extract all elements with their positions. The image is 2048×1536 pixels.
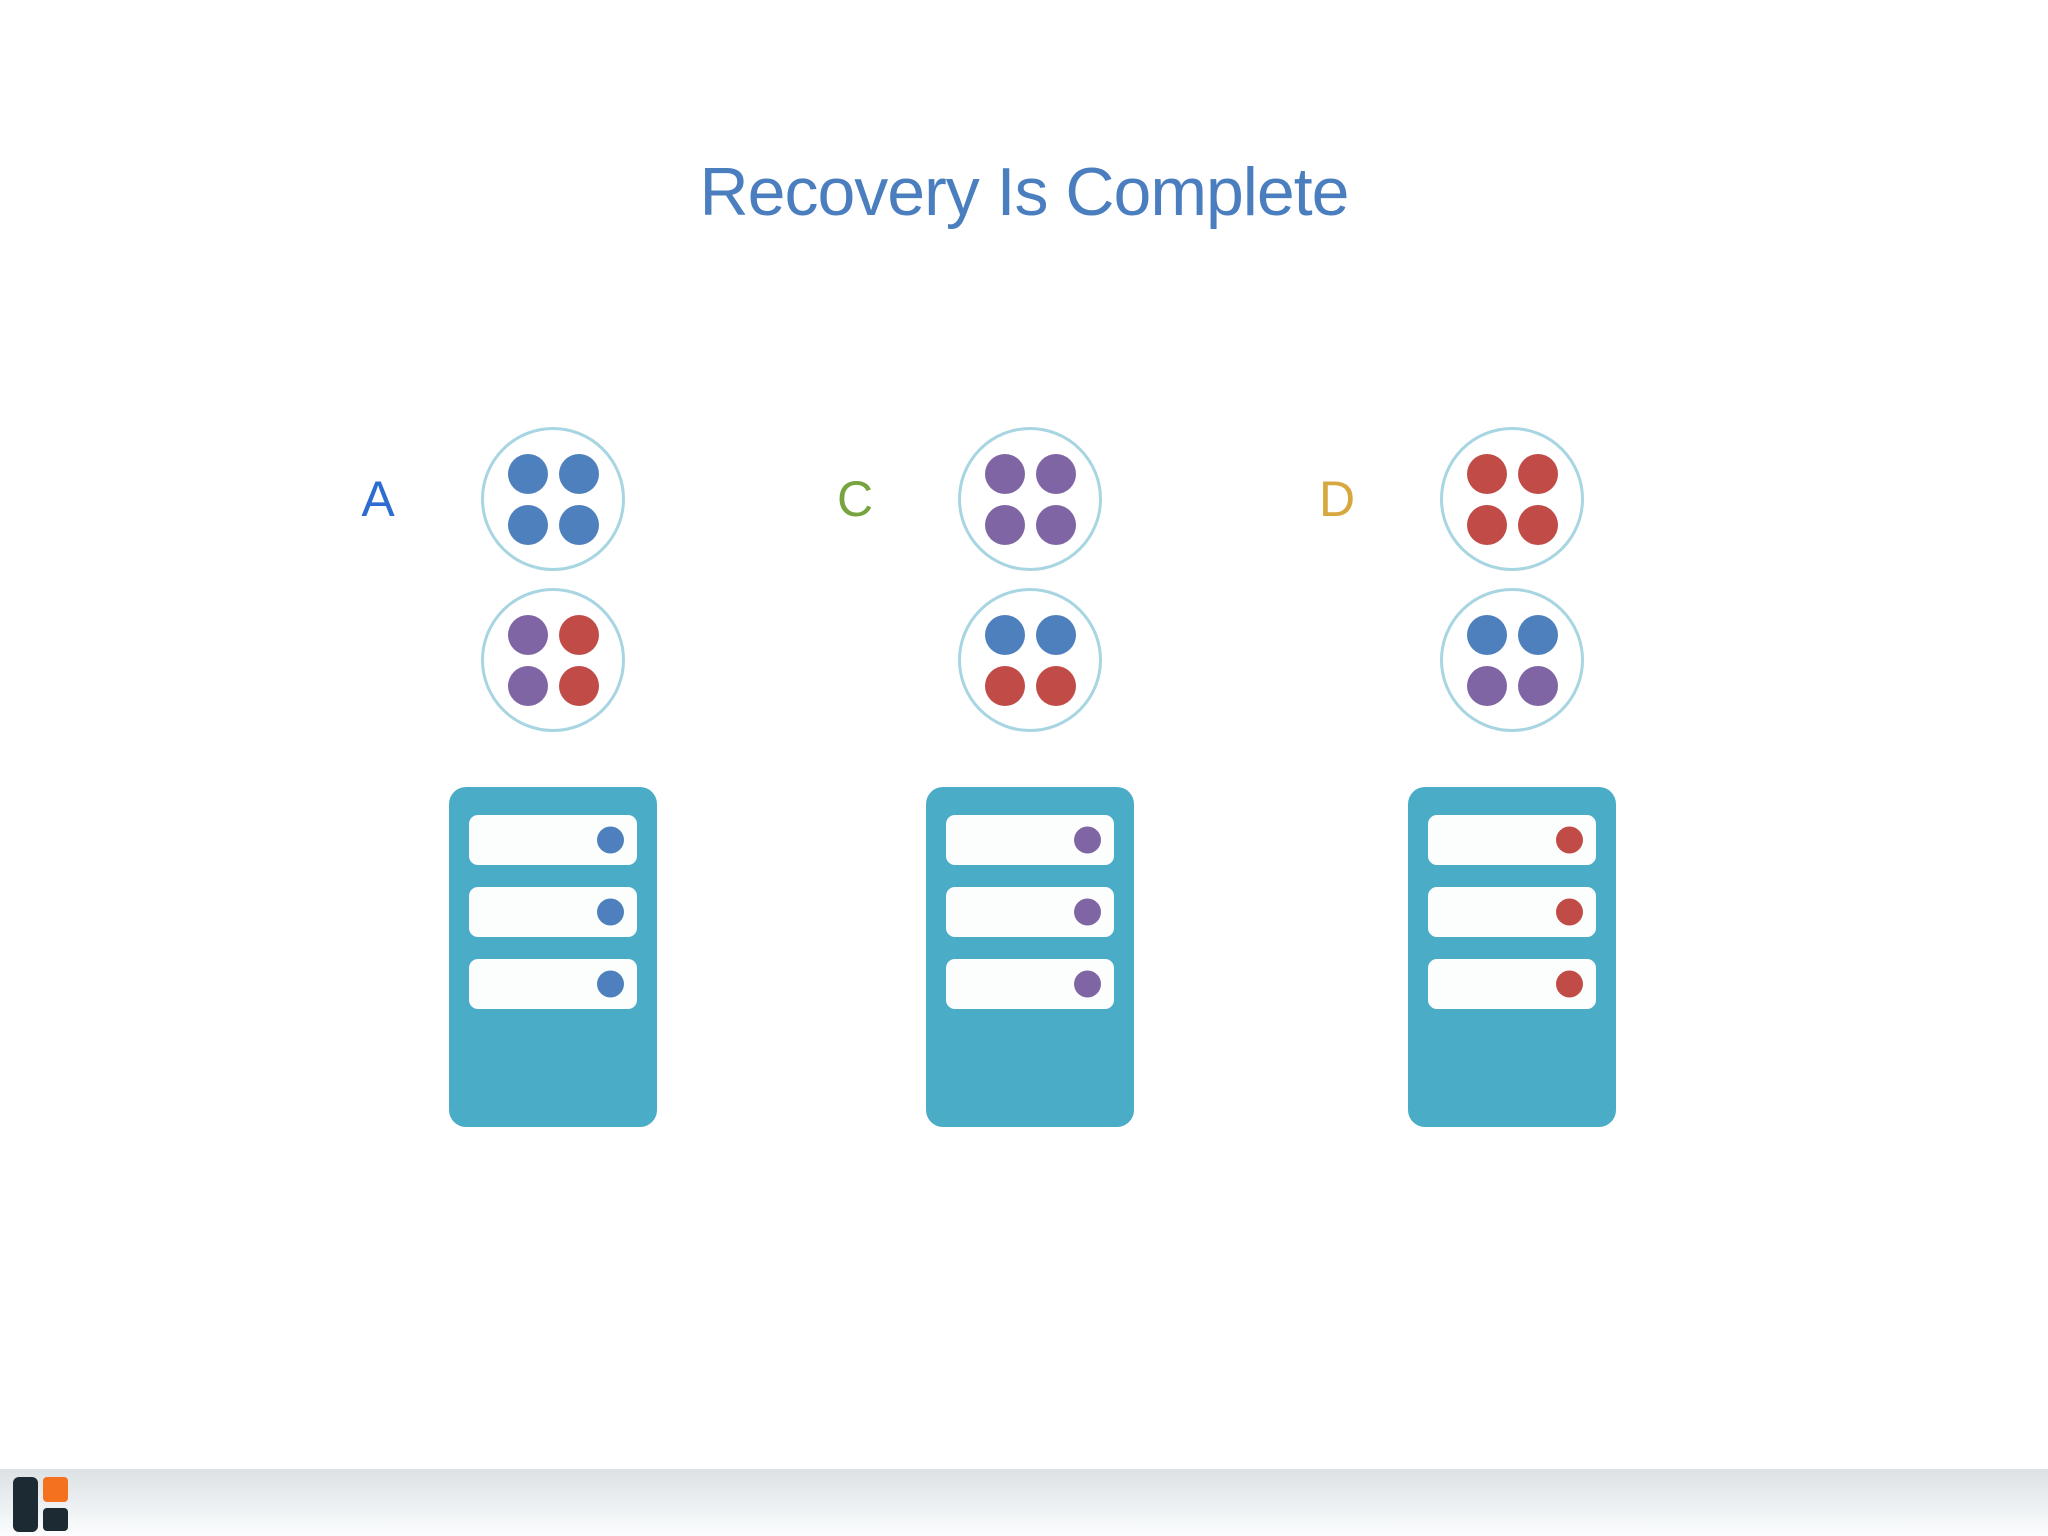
shard-dot — [558, 665, 599, 706]
shard-dot — [1466, 504, 1507, 545]
drive-led — [597, 826, 624, 854]
footer-bar — [0, 1469, 2048, 1536]
drive-bay — [1428, 815, 1596, 865]
shard-dot — [1035, 504, 1076, 545]
shard-dot — [558, 504, 599, 545]
drive-bay — [1428, 887, 1596, 937]
slide-title: Recovery Is Complete — [699, 154, 1350, 230]
shard-dot — [984, 614, 1025, 655]
shard-dot — [1466, 614, 1507, 655]
logo-orange-square — [43, 1477, 68, 1502]
shard-dot — [507, 453, 548, 494]
shard-dot — [1517, 504, 1558, 545]
shard-dot — [984, 453, 1025, 494]
node-a-group: A — [343, 427, 763, 1137]
drive-bay — [946, 815, 1114, 865]
node-label: D — [1318, 471, 1356, 527]
drive-bay — [469, 887, 637, 937]
drive-bay — [469, 959, 637, 1009]
shard-dot — [1517, 665, 1558, 706]
logo-pillar-shape — [13, 1477, 38, 1532]
shard-dot-grid — [1443, 430, 1581, 568]
shard-dot — [984, 665, 1025, 706]
node-d-group: D — [1302, 427, 1722, 1137]
bottom-shard-circle — [958, 588, 1102, 732]
shard-dot — [1035, 614, 1076, 655]
drive-led — [597, 898, 624, 926]
shard-dot — [1035, 665, 1076, 706]
brand-logo-icon — [13, 1477, 69, 1533]
drive-bay — [946, 959, 1114, 1009]
drive-bay — [469, 815, 637, 865]
shard-dot-grid — [961, 430, 1099, 568]
top-shard-circle — [481, 427, 625, 571]
node-c-group: C — [820, 427, 1240, 1137]
drive-led — [597, 970, 624, 998]
top-shard-circle — [1440, 427, 1584, 571]
node-label: A — [361, 471, 395, 527]
shard-dot — [1466, 665, 1507, 706]
bottom-shard-circle — [481, 588, 625, 732]
drive-bay — [946, 887, 1114, 937]
drive-led — [1556, 898, 1583, 926]
logo-dark-square — [43, 1508, 68, 1531]
shard-dot — [1035, 453, 1076, 494]
server-icon — [449, 787, 657, 1127]
shard-dot — [1517, 614, 1558, 655]
shard-dot-grid — [484, 591, 622, 729]
server-icon — [1408, 787, 1616, 1127]
shard-dot — [507, 614, 548, 655]
shard-dot — [1466, 453, 1507, 494]
shard-dot-grid — [1443, 591, 1581, 729]
shard-dot-grid — [961, 591, 1099, 729]
drive-led — [1556, 970, 1583, 998]
shard-dot — [558, 453, 599, 494]
server-icon — [926, 787, 1134, 1127]
shard-dot — [507, 665, 548, 706]
drive-led — [1074, 826, 1101, 854]
shard-dot — [984, 504, 1025, 545]
drive-led — [1074, 898, 1101, 926]
drive-led — [1556, 826, 1583, 854]
shard-dot-grid — [484, 430, 622, 568]
shard-dot — [1517, 453, 1558, 494]
shard-dot — [507, 504, 548, 545]
bottom-shard-circle — [1440, 588, 1584, 732]
shard-dot — [558, 614, 599, 655]
top-shard-circle — [958, 427, 1102, 571]
drive-bay — [1428, 959, 1596, 1009]
drive-led — [1074, 970, 1101, 998]
node-label: C — [836, 471, 874, 527]
